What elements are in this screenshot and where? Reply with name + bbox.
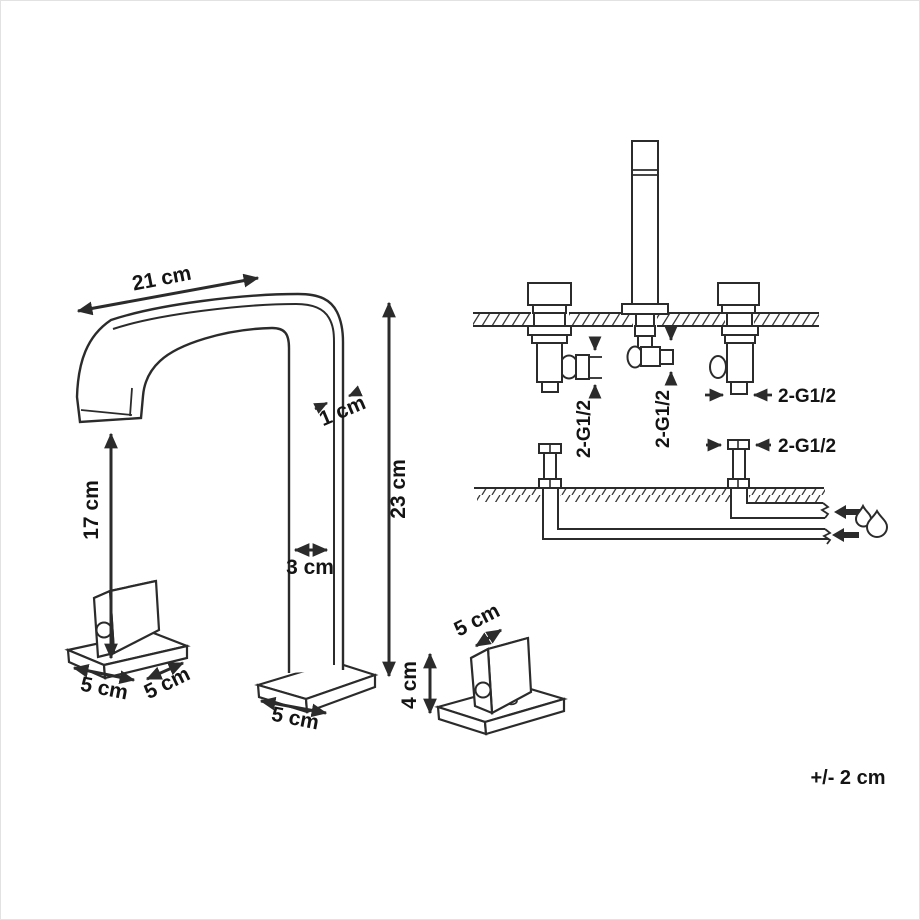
dim-spout-clearance: 17 cm [80, 432, 118, 660]
dim-handle-base-depth: 5 cm [141, 661, 194, 704]
faucet-spout-outline [75, 292, 345, 673]
left-valve-thread-label: 2-G1/2 [574, 400, 595, 458]
left-valve-thread-callout: 2-G1/2 [574, 336, 602, 458]
dim-total-height: 23 cm [382, 301, 410, 678]
handle-screw-hole [95, 621, 113, 639]
right-supply-riser: 2-G1/2 [706, 436, 836, 489]
dim-side-handle-height: 4 cm [398, 652, 437, 715]
left-valve: 2-G1/2 [527, 282, 602, 458]
center-spout-column: 2-G1/2 [621, 140, 678, 448]
tolerance-note: +/- 2 cm [810, 767, 885, 789]
dim-column-width: 3 cm [286, 543, 334, 579]
center-thread-callout: 2-G1/2 [653, 326, 678, 448]
side-handle-screw-hole [474, 681, 492, 699]
right-valve-thread-label: 2-G1/2 [778, 386, 836, 407]
water-inflow-arrow-bottom [832, 528, 859, 542]
supply-thread-callout: 2-G1/2 [706, 436, 836, 457]
floor-section [474, 485, 825, 502]
side-handle-knob [469, 636, 533, 715]
dim-side-handle-width: 5 cm [450, 599, 504, 648]
right-valve: 2-G1/2 [705, 282, 836, 407]
faucet-front-view: 21 cm 1 cm 23 cm 17 cm 3 cm 5 cm [64, 262, 410, 734]
right-valve-thread-callout: 2-G1/2 [705, 386, 836, 407]
spout-tip-detail [80, 387, 133, 417]
dim-spout-clearance-label: 17 cm [80, 480, 103, 540]
center-thread-label: 2-G1/2 [653, 390, 674, 448]
water-drops-icon [854, 503, 889, 538]
dim-total-height-label: 23 cm [387, 459, 410, 519]
supply-pipes [542, 488, 861, 545]
dim-column-width-label: 3 cm [286, 556, 334, 579]
supply-thread-label: 2-G1/2 [778, 436, 836, 457]
dim-side-handle-height-label: 4 cm [398, 661, 421, 709]
handle-side-view: 5 cm 4 cm [398, 599, 568, 736]
left-supply-riser [538, 443, 562, 489]
installation-view: 2-G1/2 2-G1/2 [473, 140, 889, 545]
water-inflow-arrow-top [834, 505, 861, 519]
